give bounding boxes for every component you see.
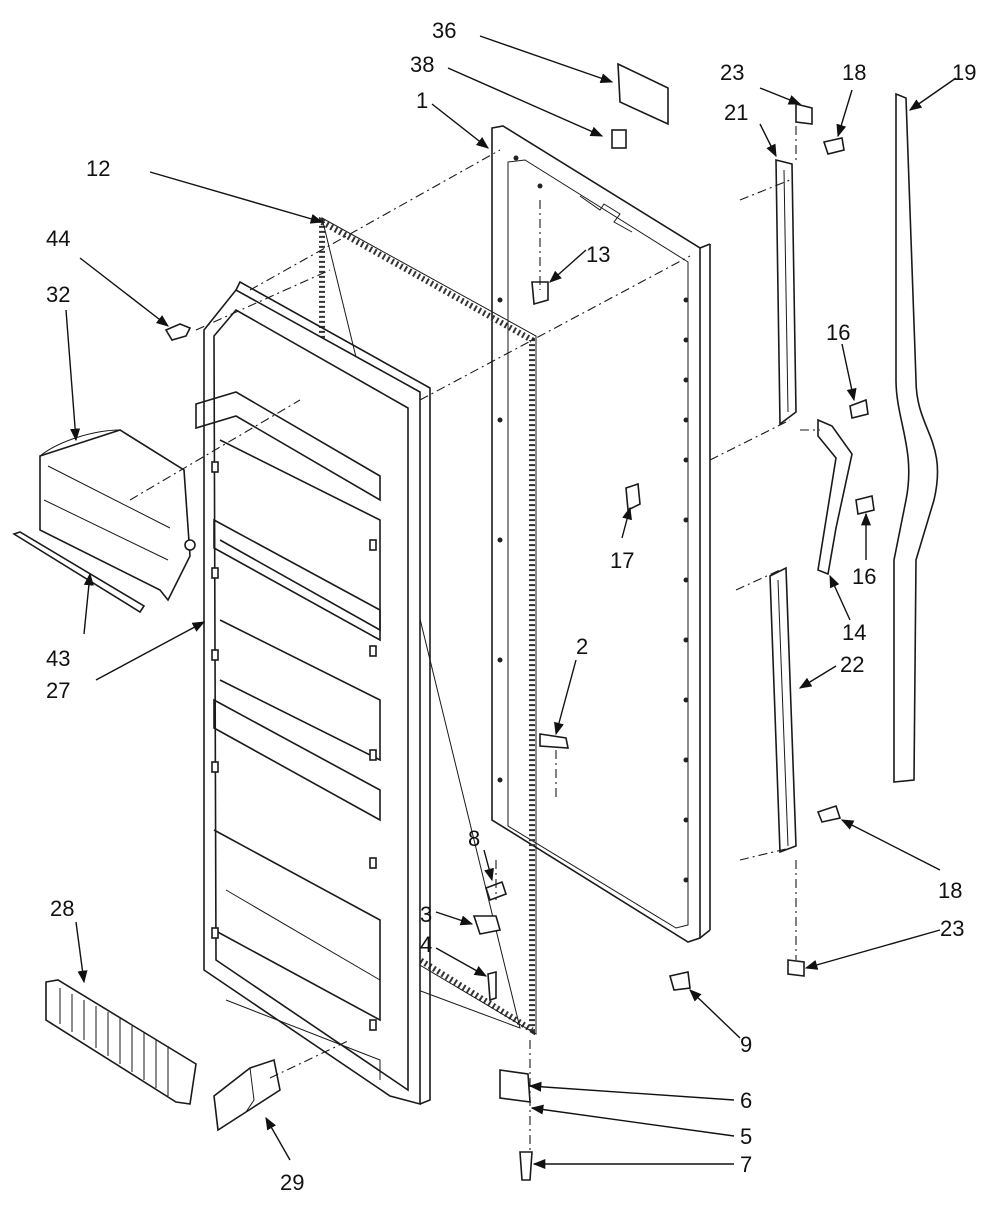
part-8 xyxy=(484,880,508,902)
callout-labels: 36 38 1 12 44 32 43 27 13 2 17 8 3 4 9 6… xyxy=(46,18,976,1195)
callout-38: 38 xyxy=(410,52,434,77)
callout-18-bottom: 18 xyxy=(938,878,962,903)
callout-14: 14 xyxy=(842,620,866,645)
callout-8: 8 xyxy=(468,826,480,851)
callout-29: 29 xyxy=(280,1170,304,1195)
callout-12: 12 xyxy=(86,156,110,181)
screw-18-bottom xyxy=(816,804,842,823)
callout-44: 44 xyxy=(46,226,70,251)
callout-36: 36 xyxy=(432,18,456,43)
callout-17: 17 xyxy=(610,548,634,573)
screw-16-top xyxy=(849,398,869,419)
callout-16-bottom: 16 xyxy=(852,564,876,589)
callout-18-top: 18 xyxy=(842,60,866,85)
callout-43: 43 xyxy=(46,646,70,671)
clip-17 xyxy=(625,482,641,512)
callout-4: 4 xyxy=(420,932,432,957)
handle-19 xyxy=(893,92,939,783)
end-cap-23-top xyxy=(795,102,813,125)
callout-13: 13 xyxy=(586,242,610,267)
callout-23-top: 23 xyxy=(720,60,744,85)
callout-23-bottom: 23 xyxy=(940,916,964,941)
grille-28 xyxy=(45,979,197,1105)
callout-19: 19 xyxy=(952,60,976,85)
callout-21: 21 xyxy=(724,100,748,125)
handle-rail-21 xyxy=(775,158,797,426)
label-38 xyxy=(611,129,627,149)
callout-32: 32 xyxy=(46,282,70,307)
shelf-bar-32 xyxy=(39,429,196,602)
part-9 xyxy=(668,971,691,991)
screw-4 xyxy=(487,970,497,1002)
screw-44 xyxy=(164,323,192,341)
callout-5: 5 xyxy=(740,1124,752,1149)
bracket-29 xyxy=(213,1058,281,1132)
callout-9: 9 xyxy=(740,1032,752,1057)
callout-1: 1 xyxy=(416,88,428,113)
callout-27: 27 xyxy=(46,678,70,703)
bracket-14 xyxy=(817,418,853,576)
callout-28: 28 xyxy=(50,896,74,921)
trim-strip-43 xyxy=(12,531,146,614)
handle-rail-22 xyxy=(769,566,797,854)
end-cap-23-bottom xyxy=(787,959,805,977)
cover-36 xyxy=(617,62,669,126)
screw-7 xyxy=(519,1151,533,1181)
callout-7: 7 xyxy=(740,1152,752,1177)
part-3 xyxy=(472,915,502,935)
callout-6: 6 xyxy=(740,1088,752,1113)
screw-18-top xyxy=(822,137,845,155)
inner-door-liner xyxy=(195,280,431,1106)
callout-2: 2 xyxy=(576,634,588,659)
part-2 xyxy=(539,733,569,749)
callout-16-top: 16 xyxy=(826,320,850,345)
screw-13 xyxy=(531,281,549,306)
alignment-lines xyxy=(129,126,820,1150)
leader-arrows xyxy=(65,35,957,1170)
screw-16-bottom xyxy=(855,495,875,515)
callout-3: 3 xyxy=(420,902,432,927)
callout-22: 22 xyxy=(840,652,864,677)
hinge-5-6 xyxy=(499,1069,531,1103)
